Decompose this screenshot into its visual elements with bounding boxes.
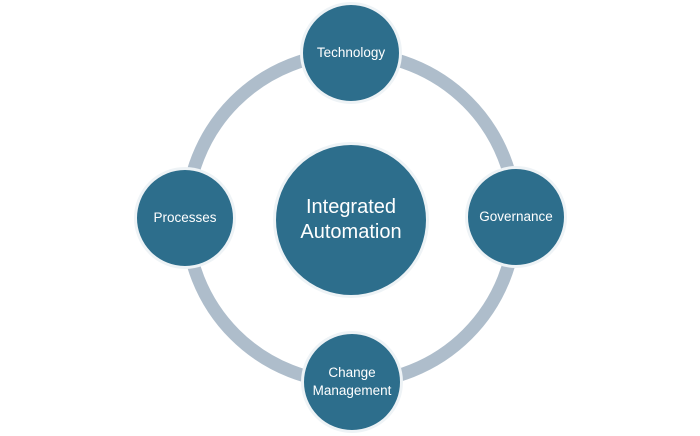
node-processes: Processes — [134, 167, 236, 269]
node-processes-label: Processes — [153, 210, 217, 226]
center-node-label: Integrated Automation — [300, 196, 402, 243]
node-governance-label: Governance — [479, 209, 553, 225]
node-technology: Technology — [300, 2, 402, 104]
node-change-management: Change Management — [301, 331, 403, 433]
node-technology-label: Technology — [316, 45, 386, 61]
node-governance: Governance — [465, 166, 567, 268]
center-node-integrated-automation: Integrated Automation — [273, 142, 429, 298]
node-change-management-label: Change Management — [312, 365, 392, 398]
